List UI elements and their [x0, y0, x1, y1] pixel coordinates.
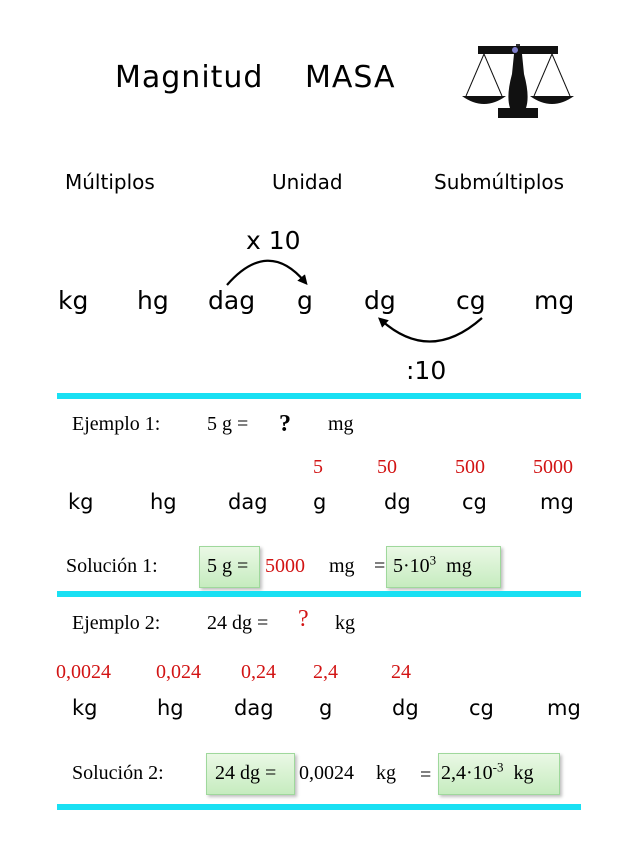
solution1-value: 5000 [265, 555, 305, 577]
unit-dag: dag [208, 286, 256, 315]
solution1-equals: = [374, 555, 386, 577]
example2-value: 0,0024 [56, 661, 111, 683]
solution2-sci-box [438, 753, 560, 795]
example2-unit-cg: cg [469, 696, 494, 720]
example1-unit-kg: kg [68, 490, 94, 514]
solution2-sci-exp: -3 [492, 759, 504, 775]
unit-kg: kg [58, 286, 89, 315]
example1-unit-mg: mg [540, 490, 574, 514]
example2-unit-dg: dg [392, 696, 419, 720]
example1-value: 500 [455, 456, 485, 478]
solution1-sci-unit: mg [446, 555, 472, 577]
header-unidad: Unidad [272, 170, 343, 194]
example1-question: ? [279, 411, 291, 437]
example2-unit: kg [335, 612, 355, 634]
example1-unit-hg: hg [150, 490, 177, 514]
solution2-sci-unit: kg [513, 762, 534, 784]
example1-lhs: 5 g = [207, 413, 249, 435]
title-masa: MASA [305, 60, 396, 95]
example2-value: 0,24 [241, 661, 276, 683]
arrow-right-icon [226, 259, 308, 286]
divider-1 [57, 393, 581, 399]
solution1-lhs: 5 g = [207, 555, 249, 577]
example2-unit-hg: hg [157, 696, 184, 720]
solution2-equals: = [420, 764, 432, 786]
solution2-label: Solución 2: [72, 762, 164, 784]
arrow-left-icon [378, 317, 483, 343]
example1-value: 50 [377, 456, 397, 478]
solution2-unit: kg [376, 762, 396, 784]
example2-question: ? [298, 606, 309, 632]
example1-unit-dg: dg [384, 490, 411, 514]
example2-unit-g: g [319, 696, 333, 720]
divide-by-ten-label: :10 [406, 356, 447, 385]
divider-3 [57, 804, 581, 810]
example1-unit-cg: cg [462, 490, 487, 514]
example1-unit-g: g [313, 490, 327, 514]
example2-unit-dag: dag [234, 696, 274, 720]
example1-value: 5000 [533, 456, 573, 478]
solution2-scientific: 2,4·10-3 kg [441, 759, 534, 785]
example2-unit-mg: mg [547, 696, 581, 720]
unit-cg: cg [456, 286, 486, 315]
solution1-sci-base: 5·10 [393, 555, 430, 577]
solution2-lhs: 24 dg = [215, 762, 277, 784]
header-submultiplos: Submúltiplos [434, 170, 565, 194]
solution1-label: Solución 1: [66, 555, 158, 577]
example2-label: Ejemplo 2: [72, 612, 161, 634]
solution1-lhs-box [199, 546, 260, 588]
title-magnitud: Magnitud [115, 60, 264, 95]
balance-scale-icon [462, 44, 574, 118]
solution1-sci-exp: 3 [429, 552, 437, 568]
solution2-sci-base: 2,4·10 [441, 762, 493, 784]
unit-hg: hg [137, 286, 169, 315]
unit-dg: dg [364, 286, 396, 315]
example1-label: Ejemplo 1: [72, 413, 161, 435]
divider-2 [57, 591, 581, 597]
example2-value: 24 [391, 661, 411, 683]
unit-mg: mg [534, 286, 575, 315]
example2-unit-kg: kg [72, 696, 98, 720]
example1-value: 5 [313, 456, 323, 478]
unit-g: g [297, 286, 313, 315]
example2-value: 2,4 [313, 661, 338, 683]
solution2-value: 0,0024 [299, 762, 354, 784]
solution1-sci-box [386, 546, 501, 588]
solution1-unit: mg [329, 555, 355, 577]
header-multiplos: Múltiplos [65, 170, 155, 194]
example1-unit-dag: dag [228, 490, 268, 514]
solution2-lhs-box [206, 753, 295, 795]
example2-lhs: 24 dg = [207, 612, 269, 634]
example1-unit: mg [328, 413, 354, 435]
multiply-by-ten-label: x 10 [246, 226, 301, 255]
solution1-scientific: 5·103 mg [393, 552, 472, 578]
example2-value: 0,024 [156, 661, 201, 683]
